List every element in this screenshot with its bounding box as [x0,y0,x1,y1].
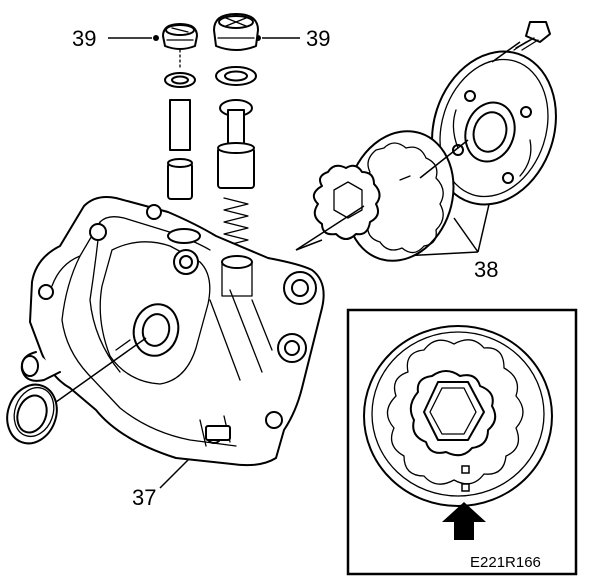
left-valve-stack [162,23,198,200]
assembly-axis-lines [419,41,521,179]
label-37: 37 [132,485,156,510]
inset-mark-outer [461,483,470,492]
right-valve-stack [213,13,259,271]
inset-detail: E221R166 [346,308,578,576]
inset-mark-inner [461,465,470,474]
cover-screw [513,21,551,51]
rotor-to-housing-line [295,239,323,251]
label-38: 38 [474,257,498,282]
inner-rotor [295,164,381,251]
inset-figure-code: E221R166 [470,554,541,571]
label-39-left: 39 [72,26,96,51]
inset-outer-rotor-lobes [386,339,524,485]
shaft-seal [6,337,147,445]
pump-housing [20,196,325,467]
inset-arrow-icon [442,502,486,540]
label-39-right: 39 [306,26,330,51]
pump-cover-plate [431,50,557,206]
